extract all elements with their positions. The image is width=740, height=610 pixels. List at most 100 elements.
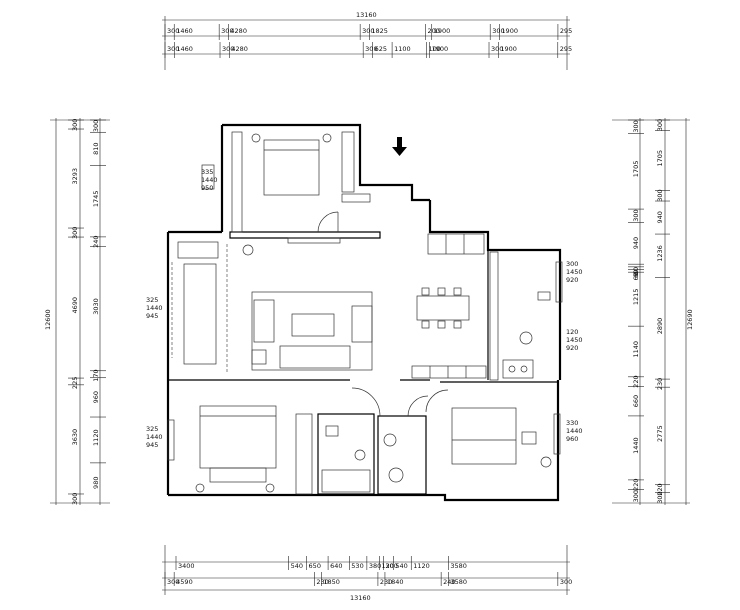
left_dims.col2-2: 1745 bbox=[92, 191, 100, 208]
top_dims.row1-6: 200 bbox=[428, 27, 440, 35]
win-label-master-2: 1440 bbox=[201, 176, 218, 184]
right_dims.col1-1: 1705 bbox=[632, 161, 640, 178]
win-label-bed-left-3: 945 bbox=[146, 441, 158, 449]
right-total-dim: 12690 bbox=[686, 309, 694, 330]
right_dims.col1-3: 940 bbox=[632, 237, 640, 249]
desk-chair bbox=[521, 431, 537, 445]
bottom_dims.row2-6: 240 bbox=[443, 578, 455, 586]
right-dimension-strip: 3001705300940606060121511402206601440220… bbox=[612, 118, 694, 505]
top_dims.row1-10: 295 bbox=[560, 27, 572, 35]
right_dims.col2-7: 2775 bbox=[656, 425, 664, 442]
top_dims.row2-6: 1100 bbox=[394, 45, 411, 53]
bedroom-left bbox=[167, 405, 313, 495]
right_dims.col1-11: 1440 bbox=[632, 437, 640, 454]
top_dims.row1-9: 1900 bbox=[501, 27, 518, 35]
right_dims.col2-4: 1236 bbox=[656, 245, 664, 262]
partition-bar bbox=[287, 237, 341, 244]
win-label-kitchen-bot-3: 920 bbox=[566, 344, 578, 352]
top_dims.row2-11: 295 bbox=[560, 45, 572, 53]
win-label-bed-right-2: 1440 bbox=[566, 427, 583, 435]
bottom_dims.row1-9: 1120 bbox=[413, 562, 430, 570]
win-label-kitchen-top-2: 1450 bbox=[566, 268, 583, 276]
wardrobe-bedroom bbox=[295, 413, 313, 495]
armchair-left bbox=[253, 299, 275, 343]
bath-door-swing bbox=[351, 387, 381, 417]
right_dims.col1-7: 1215 bbox=[632, 289, 640, 306]
win-label-bed-right-1: 330 bbox=[566, 419, 578, 427]
left_dims.col2-5: 170 bbox=[92, 369, 100, 381]
lamp-left-icon bbox=[195, 483, 205, 493]
bottom_dims.row2-3: 1850 bbox=[323, 578, 340, 586]
bathtub bbox=[321, 469, 371, 493]
entry-arrow bbox=[392, 137, 407, 156]
top_dims.row2-2: 300 bbox=[222, 45, 234, 53]
bottom_dims.row1-10: 3580 bbox=[450, 562, 467, 570]
right_dims.col1-12: 220 bbox=[632, 478, 640, 490]
bottom_dims.row2-0: 300 bbox=[167, 578, 179, 586]
master-bedroom bbox=[201, 131, 371, 233]
top_dims.row2-3: 4280 bbox=[231, 45, 248, 53]
left_dims.col1-3: 4690 bbox=[71, 297, 79, 314]
plant-icon bbox=[242, 244, 254, 256]
left_dims.col1-2: 300 bbox=[71, 227, 79, 239]
left-total-dim: 12600 bbox=[44, 309, 52, 330]
left_dims.col1-4: 225 bbox=[71, 377, 79, 389]
bottom_dims.row1-2: 650 bbox=[309, 562, 321, 570]
top_dims.row2-7: 100 bbox=[428, 45, 440, 53]
nightstand-lamp-left bbox=[251, 133, 261, 143]
bedroom-door-swing bbox=[425, 389, 449, 413]
basin-icon bbox=[325, 425, 339, 437]
top_dims.row2-10: 1900 bbox=[500, 45, 517, 53]
lamp-icon bbox=[540, 456, 552, 468]
master-window bbox=[201, 164, 215, 190]
right_dims.col1-9: 220 bbox=[632, 375, 640, 387]
low-cabinet bbox=[411, 365, 487, 379]
win-label-bed-left-2: 1440 bbox=[146, 433, 163, 441]
top_dims.row2-8: 1900 bbox=[432, 45, 449, 53]
win-label-master-3: 950 bbox=[201, 184, 213, 192]
top_dims.row2-5: 625 bbox=[375, 45, 387, 53]
bottom_dims.row1-5: 380 bbox=[369, 562, 381, 570]
bottom_dims.row1-3: 640 bbox=[330, 562, 342, 570]
bedroom-right bbox=[425, 389, 561, 468]
bed-left bbox=[199, 405, 277, 469]
side-table bbox=[251, 349, 267, 365]
stove bbox=[502, 359, 534, 379]
bottom_dims.row2-1: 4590 bbox=[176, 578, 193, 586]
top_dims.row1-0: 300 bbox=[167, 27, 179, 35]
left_dims.col1-1: 3293 bbox=[71, 168, 79, 185]
bedroom-right-window bbox=[553, 413, 561, 455]
kitchen bbox=[411, 233, 563, 381]
dining-table bbox=[416, 295, 470, 321]
toilet-2-icon bbox=[388, 467, 404, 483]
left_dims.col1-0: 300 bbox=[71, 119, 79, 131]
sink-2-icon bbox=[383, 433, 397, 447]
top_dims.row1-1: 1460 bbox=[176, 27, 193, 35]
right_dims.col2-2: 300 bbox=[656, 189, 664, 201]
kitchen-side-counter bbox=[489, 251, 499, 381]
coffee-table bbox=[291, 313, 335, 337]
bottom_dims.row2-7: 3580 bbox=[450, 578, 467, 586]
lamp-right-icon bbox=[265, 483, 275, 493]
kitchen-window bbox=[555, 261, 563, 303]
right_dims.col1-10: 660 bbox=[632, 395, 640, 407]
win-label-kitchen-top-1: 300 bbox=[566, 260, 578, 268]
right_dims.col2-5: 2890 bbox=[656, 318, 664, 335]
right_dims.col2-0: 300 bbox=[656, 119, 664, 131]
bottom_dims.row1-4: 530 bbox=[351, 562, 363, 570]
master-bed bbox=[263, 139, 320, 196]
kitchen-upper-counter bbox=[427, 233, 485, 255]
sofa bbox=[279, 345, 351, 369]
left_dims.col2-0: 300 bbox=[92, 120, 100, 132]
cabinet-top-left bbox=[177, 241, 219, 259]
right_dims.col2-9: 300 bbox=[656, 491, 664, 503]
window-annotations: 335 1440 950 325 1440 945 300 1450 920 1… bbox=[146, 168, 583, 449]
right_dims.col1-13: 300 bbox=[632, 490, 640, 502]
master-door-swing bbox=[317, 211, 339, 233]
right_dims.col2-8: 220 bbox=[656, 483, 664, 495]
right_dims.col1-8: 1140 bbox=[632, 341, 640, 358]
bottom-total-dim: 13160 bbox=[350, 594, 371, 602]
